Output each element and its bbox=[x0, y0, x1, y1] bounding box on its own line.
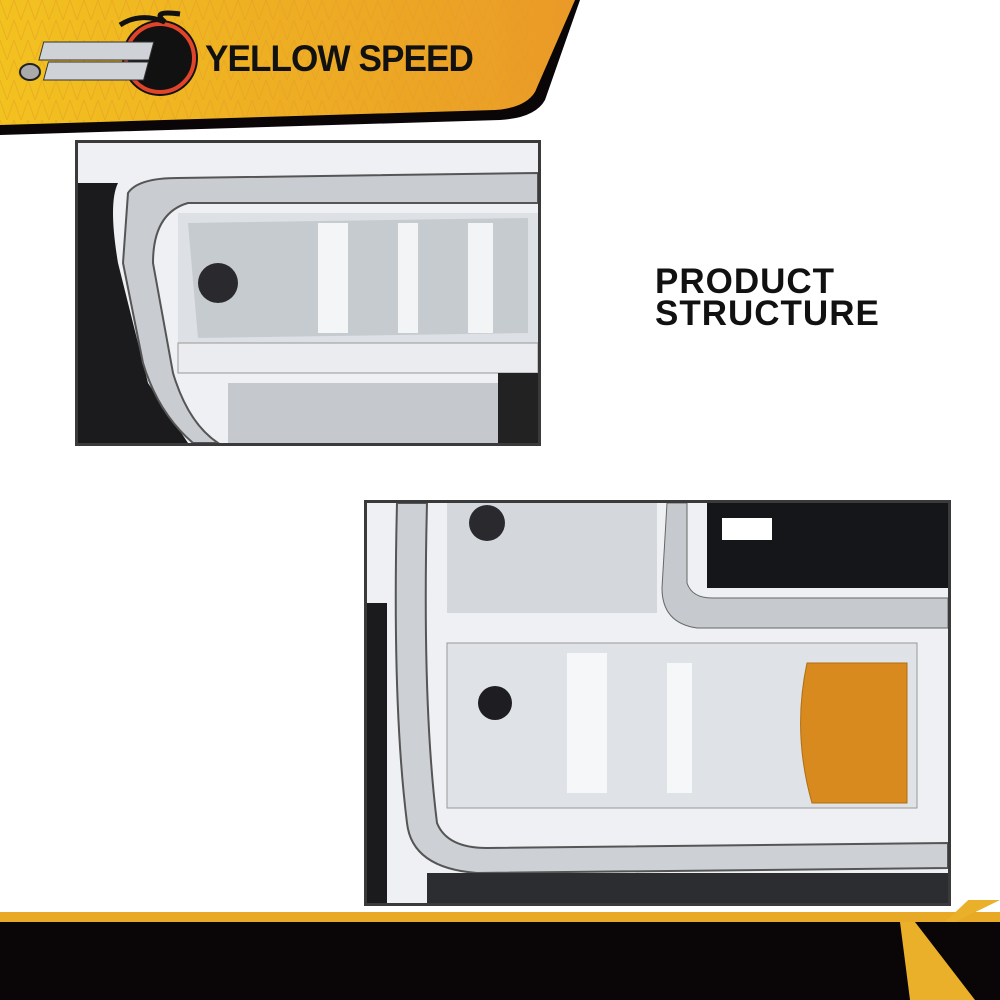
header-banner bbox=[0, 0, 580, 135]
footer-banner bbox=[0, 900, 1000, 1000]
headlight-photo-top bbox=[75, 140, 541, 446]
section-title-line1: PRODUCT bbox=[655, 262, 836, 301]
section-title: PRODUCT STRUCTURE bbox=[655, 262, 880, 333]
brand-name: YELLOW SPEED bbox=[205, 38, 474, 79]
brand-logo bbox=[19, 10, 198, 96]
headlight-photo-bottom bbox=[364, 500, 951, 906]
section-title-line2: STRUCTURE bbox=[655, 294, 880, 333]
